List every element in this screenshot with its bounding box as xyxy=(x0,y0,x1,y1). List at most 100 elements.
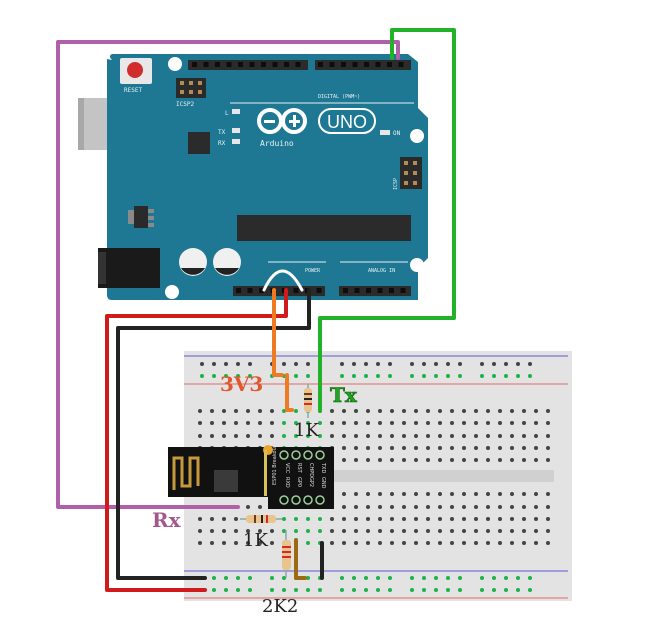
breadboard-hole xyxy=(534,517,538,521)
breadboard-hole xyxy=(546,421,550,425)
breadboard-hole xyxy=(198,529,202,533)
breadboard-hole xyxy=(426,446,430,450)
breadboard-hole xyxy=(248,576,252,580)
breadboard-hole xyxy=(462,421,466,425)
breadboard-hole xyxy=(434,362,438,366)
breadboard-hole xyxy=(462,517,466,521)
breadboard-hole xyxy=(306,434,310,438)
breadboard-hole xyxy=(504,374,508,378)
breadboard-hole xyxy=(200,362,204,366)
breadboard-hole xyxy=(294,588,298,592)
breadboard-hole xyxy=(522,446,526,450)
reset-button-cap[interactable] xyxy=(127,62,143,78)
breadboard-hole xyxy=(352,576,356,580)
header-pin xyxy=(261,62,266,67)
header-pin xyxy=(293,288,299,293)
breadboard-hole xyxy=(210,517,214,521)
breadboard-hole xyxy=(198,541,202,545)
breadboard-hole xyxy=(234,529,238,533)
breadboard-hole xyxy=(282,362,286,366)
breadboard-hole xyxy=(450,421,454,425)
breadboard-hole xyxy=(330,541,334,545)
breadboard-hole xyxy=(510,529,514,533)
breadboard-hole xyxy=(474,458,478,462)
breadboard-hole xyxy=(198,434,202,438)
breadboard-hole xyxy=(462,434,466,438)
antenna-trace xyxy=(172,456,200,490)
esp-pin xyxy=(291,495,301,505)
breadboard-hole xyxy=(246,434,250,438)
power-header xyxy=(233,286,325,296)
breadboard-hole xyxy=(342,529,346,533)
breadboard-hole xyxy=(354,458,358,462)
breadboard-hole xyxy=(510,421,514,425)
icsp-label: ICSP xyxy=(393,178,399,190)
breadboard-hole xyxy=(498,434,502,438)
breadboard-hole xyxy=(498,421,502,425)
breadboard-hole xyxy=(402,458,406,462)
breadboard-hole xyxy=(294,421,298,425)
breadboard-hole xyxy=(282,529,286,533)
led-rx-label: RX xyxy=(218,140,226,147)
breadboard-hole xyxy=(354,517,358,521)
breadboard-hole xyxy=(402,541,406,545)
breadboard-hole xyxy=(422,362,426,366)
breadboard-hole xyxy=(516,374,520,378)
esp-pin xyxy=(303,450,313,460)
breadboard-hole xyxy=(446,588,450,592)
breadboard-hole xyxy=(474,446,478,450)
analog-header xyxy=(339,286,411,296)
breadboard-hole xyxy=(446,362,450,366)
esp-pin-label: GP0 xyxy=(296,477,302,487)
breadboard-hole xyxy=(480,374,484,378)
breadboard-hole xyxy=(546,529,550,533)
breadboard-hole xyxy=(366,458,370,462)
breadboard-hole xyxy=(364,374,368,378)
breadboard-hole xyxy=(528,374,532,378)
breadboard-hole xyxy=(318,529,322,533)
breadboard-hole xyxy=(462,446,466,450)
breadboard-hole xyxy=(426,421,430,425)
breadboard-hole xyxy=(246,409,250,413)
mount-hole xyxy=(410,129,424,143)
label-1k-bottom: 1K xyxy=(243,530,268,551)
breadboard-hole xyxy=(258,505,262,509)
breadboard-hole xyxy=(234,409,238,413)
breadboard-hole xyxy=(390,492,394,496)
breadboard-hole xyxy=(330,421,334,425)
breadboard-hole xyxy=(210,541,214,545)
breadboard-hole xyxy=(222,517,226,521)
breadboard-hole xyxy=(306,374,310,378)
mount-hole xyxy=(165,285,179,299)
breadboard-hole xyxy=(534,446,538,450)
breadboard-hole xyxy=(492,576,496,580)
breadboard-hole xyxy=(486,458,490,462)
breadboard-hole xyxy=(200,374,204,378)
header-pin xyxy=(364,62,369,67)
breadboard-hole xyxy=(282,576,286,580)
breadboard-hole xyxy=(366,492,370,496)
breadboard-hole xyxy=(330,409,334,413)
breadboard-hole xyxy=(212,362,216,366)
breadboard-hole xyxy=(414,409,418,413)
breadboard-hole xyxy=(378,446,382,450)
breadboard-hole xyxy=(222,529,226,533)
breadboard-hole xyxy=(438,505,442,509)
atmega-chip xyxy=(237,215,411,241)
breadboard-hole xyxy=(352,588,356,592)
breadboard-hole xyxy=(534,505,538,509)
breadboard-hole xyxy=(234,421,238,425)
breadboard-hole xyxy=(474,529,478,533)
led-rx xyxy=(232,139,240,144)
breadboard-hole xyxy=(450,529,454,533)
breadboard-hole xyxy=(510,492,514,496)
breadboard-hole xyxy=(318,517,322,521)
breadboard-hole xyxy=(498,492,502,496)
analog-label: ANALOG IN xyxy=(368,268,395,274)
breadboard-hole xyxy=(318,434,322,438)
breadboard-hole xyxy=(422,588,426,592)
breadboard-hole xyxy=(414,492,418,496)
breadboard-hole xyxy=(414,529,418,533)
breadboard-hole xyxy=(528,362,532,366)
breadboard-hole xyxy=(426,529,430,533)
